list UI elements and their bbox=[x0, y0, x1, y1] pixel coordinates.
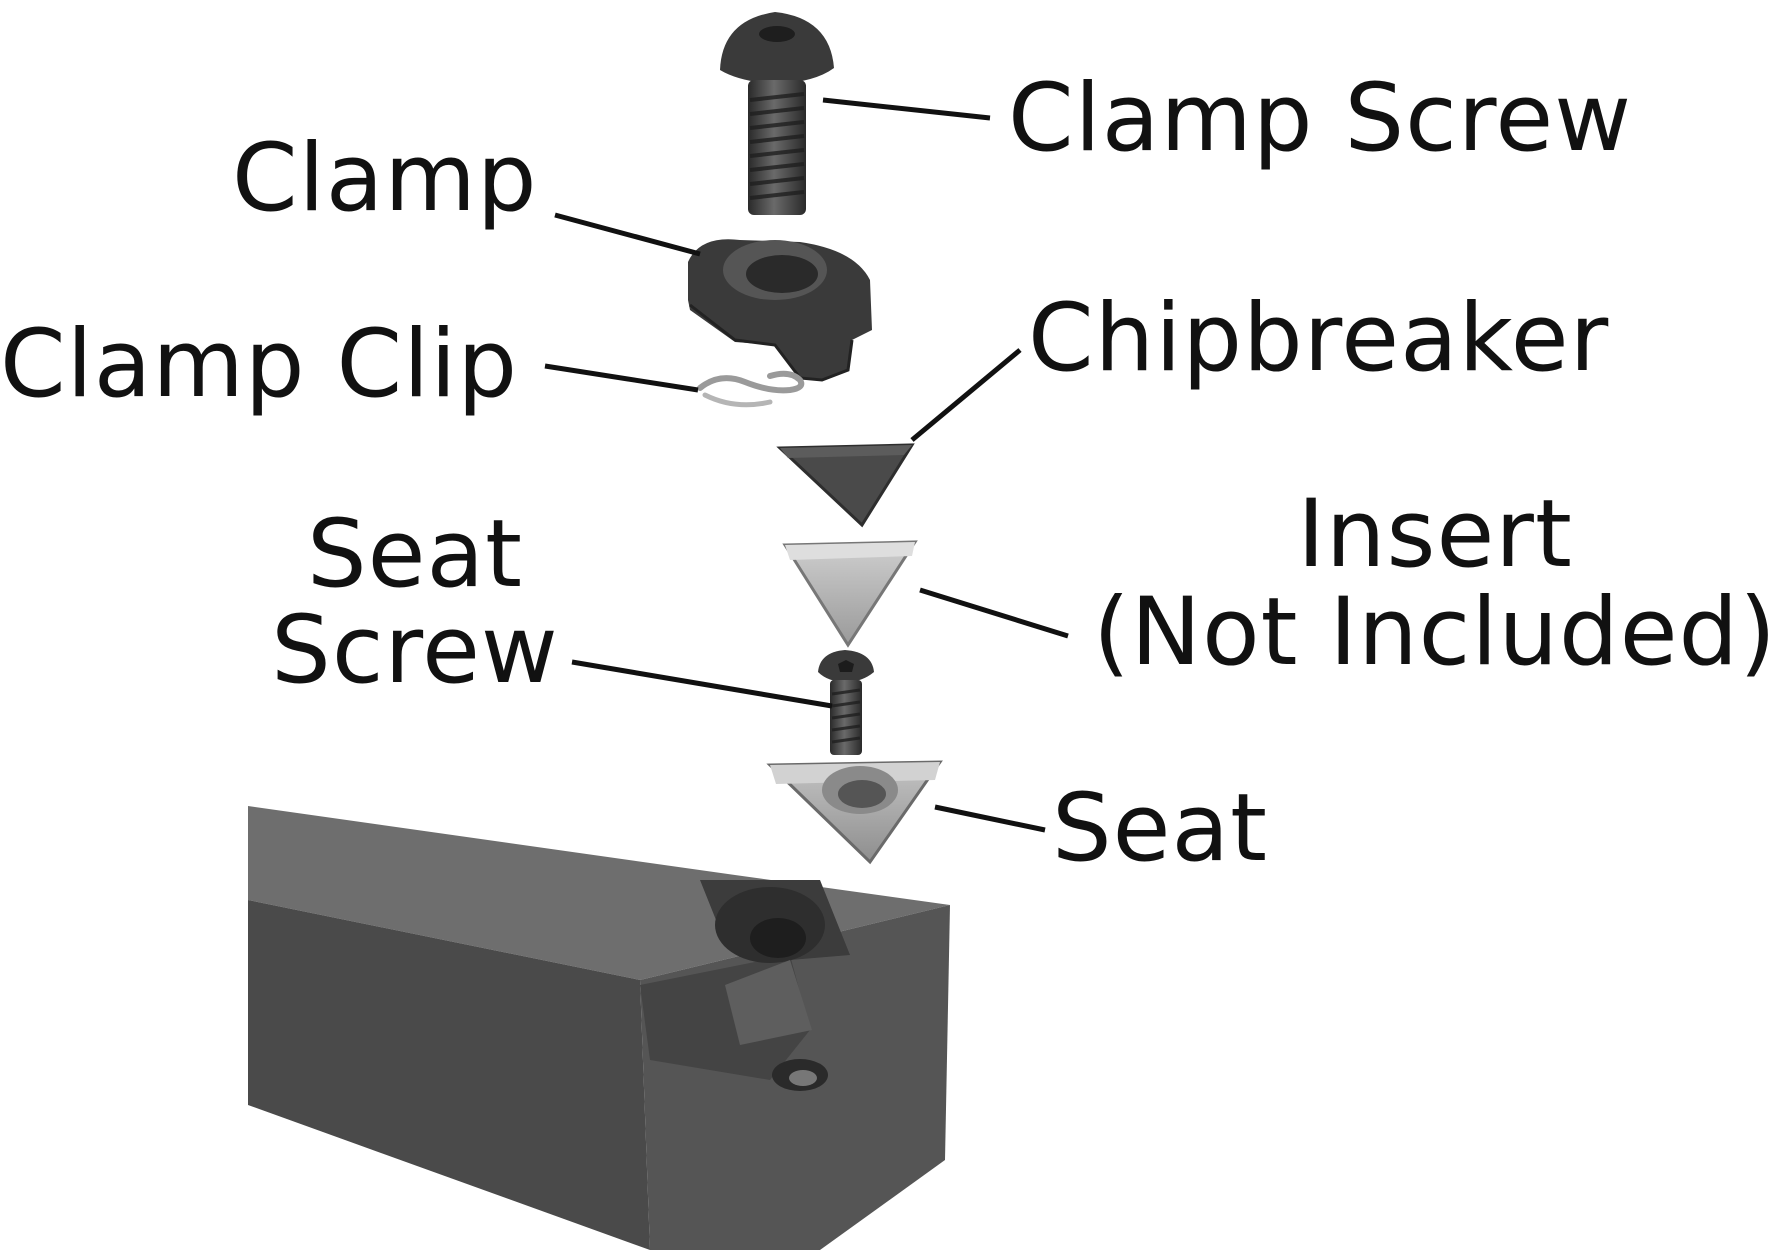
clamp-clip bbox=[697, 370, 805, 408]
clamp-screw bbox=[720, 12, 834, 215]
label-insert-group: Insert (Not Included) bbox=[1085, 488, 1784, 680]
label-seat-screw-line2: Screw bbox=[271, 596, 559, 705]
leader-chipbreaker bbox=[910, 348, 1022, 442]
chipbreaker bbox=[776, 443, 915, 528]
leader-clamp-clip bbox=[544, 363, 699, 393]
leader-lines bbox=[544, 97, 1069, 833]
clamp bbox=[688, 239, 872, 382]
leader-clamp-screw bbox=[822, 97, 991, 121]
label-seat-screw-group: Seat Screw bbox=[245, 508, 585, 698]
leader-insert bbox=[919, 587, 1069, 639]
seat-screw bbox=[818, 650, 874, 755]
label-clamp: Clamp bbox=[232, 124, 538, 233]
leader-seat-screw bbox=[571, 659, 833, 709]
leader-clamp bbox=[554, 212, 701, 257]
label-chipbreaker: Chipbreaker bbox=[1028, 284, 1610, 393]
tool-holder-body bbox=[248, 806, 950, 1250]
label-insert: Insert bbox=[1297, 480, 1573, 589]
label-clamp-screw: Clamp Screw bbox=[1008, 64, 1633, 173]
label-seat-screw-line1: Seat bbox=[307, 500, 523, 609]
label-clamp-clip: Clamp Clip bbox=[0, 310, 519, 419]
leader-seat bbox=[934, 804, 1046, 833]
seat bbox=[766, 760, 943, 865]
label-seat: Seat bbox=[1052, 774, 1268, 883]
insert bbox=[782, 540, 918, 648]
label-insert-note: (Not Included) bbox=[1093, 578, 1777, 687]
